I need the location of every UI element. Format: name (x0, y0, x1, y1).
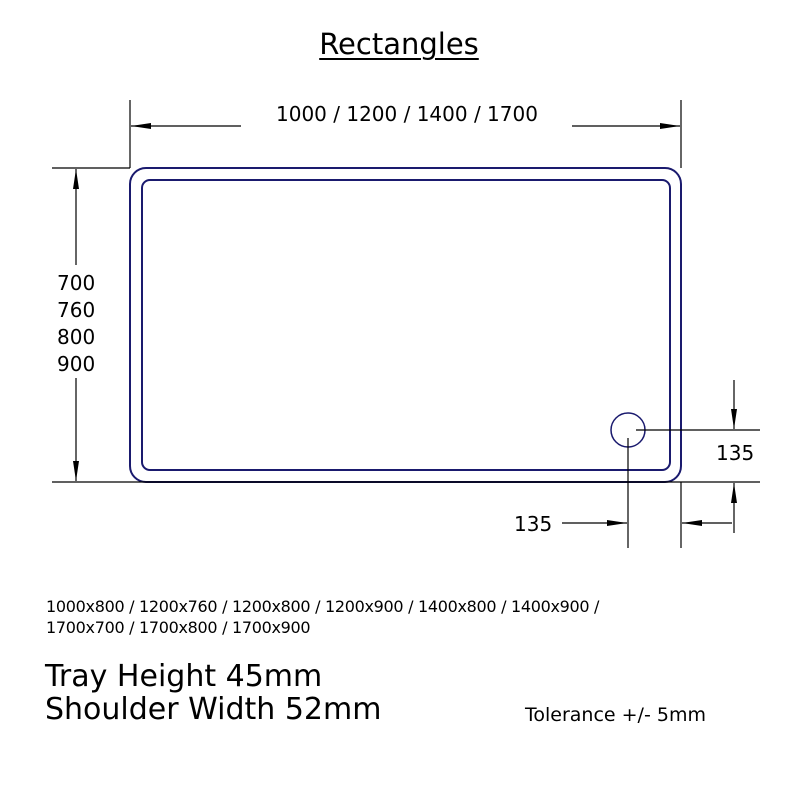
page-title: Rectangles (319, 27, 479, 61)
waste-horizontal-offset-label: 135 (514, 512, 553, 536)
waste-vertical-offset-dimension (636, 380, 760, 533)
height-option: 700 (57, 271, 96, 295)
sizes-line: 1000x800 / 1200x760 / 1200x800 / 1200x90… (46, 597, 600, 616)
waste-vertical-offset-label: 135 (716, 441, 755, 465)
tolerance-note: Tolerance +/- 5mm (525, 704, 706, 726)
height-option: 760 (57, 298, 96, 322)
width-dimension (129, 100, 682, 168)
height-option: 900 (57, 352, 96, 376)
available-sizes-list: 1000x800 / 1200x760 / 1200x800 / 1200x90… (46, 596, 599, 638)
waste-horizontal-offset-dimension (562, 438, 732, 548)
height-option: 800 (57, 325, 96, 349)
height-dimension (52, 167, 681, 483)
shoulder-width-spec: Shoulder Width 52mm (45, 692, 382, 727)
sizes-line: 1700x700 / 1700x800 / 1700x900 (46, 618, 311, 637)
tray-outer-outline (129, 167, 682, 483)
tray-height-spec: Tray Height 45mm (45, 659, 323, 694)
height-dimension-labels: 700 760 800 900 (57, 270, 95, 378)
tray-specifications: Tray Height 45mm Shoulder Width 52mm (45, 660, 381, 726)
width-dimension-label: 1000 / 1200 / 1400 / 1700 (276, 102, 538, 126)
tray-inner-outline (141, 179, 671, 471)
